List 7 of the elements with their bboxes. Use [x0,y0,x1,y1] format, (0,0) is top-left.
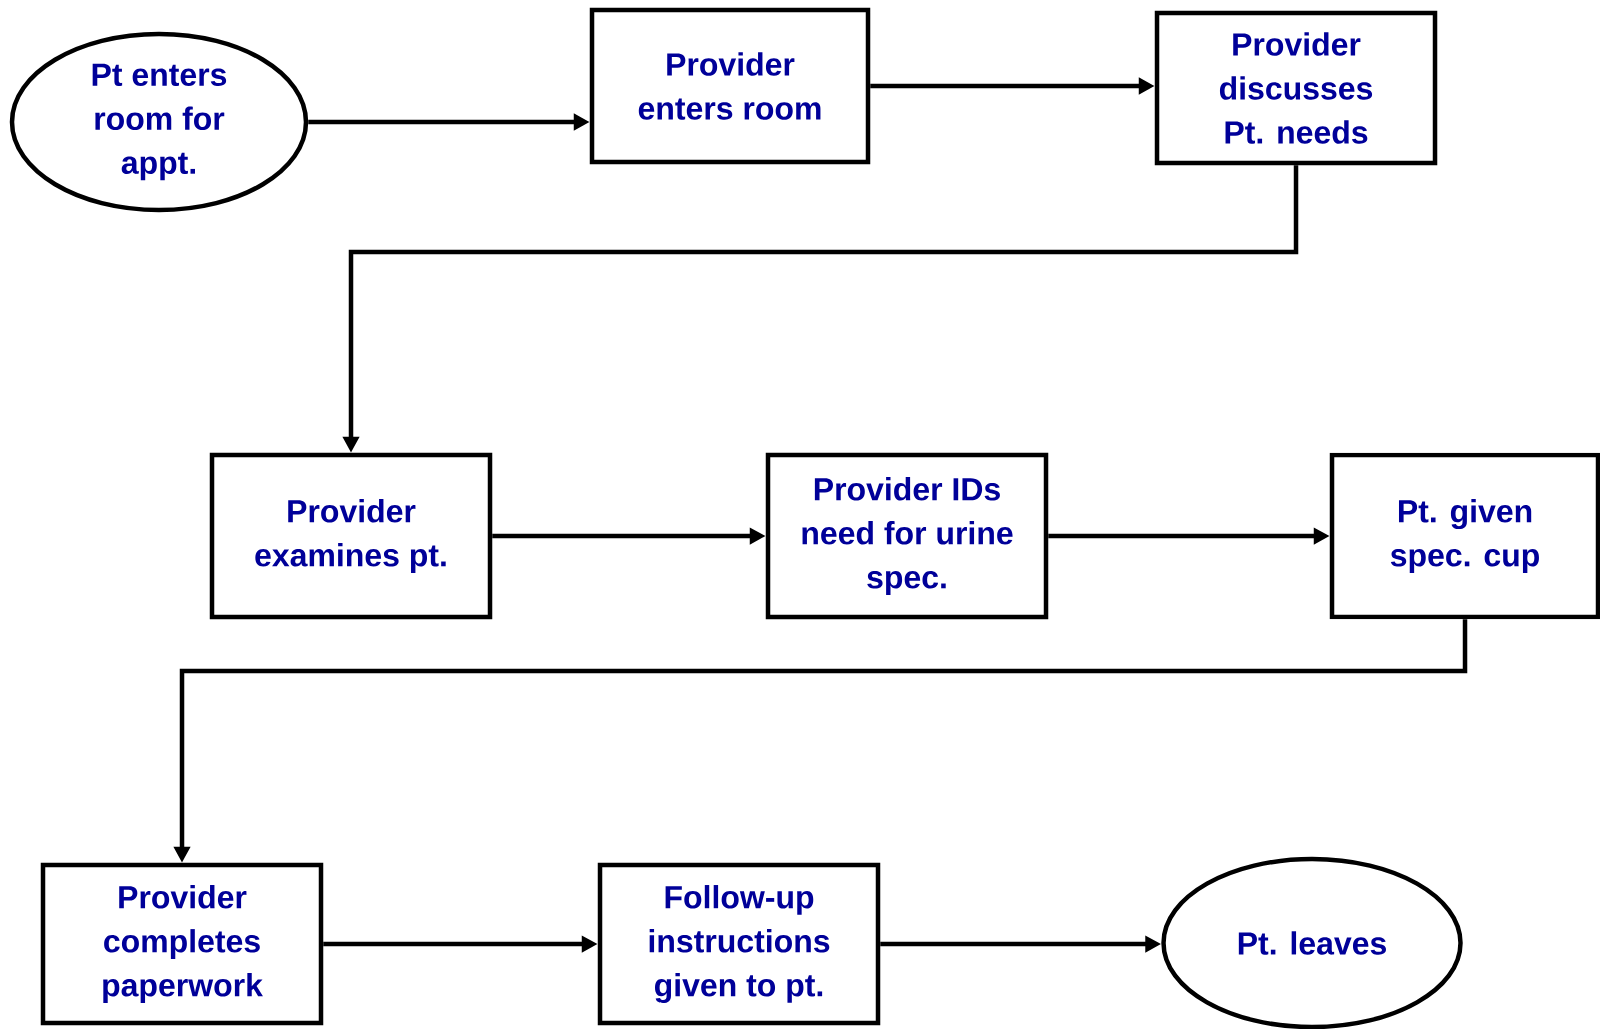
process-box: Provider enters room [589,7,871,165]
process-box: Pt. given spec. cup [1329,452,1600,620]
process-box: Provider IDs need for urine spec. [765,452,1049,620]
process-box: Follow-up instructions given to pt. [597,862,881,1026]
process-box: Provider examines pt. [209,452,493,620]
process-box: Provider discusses Pt. needs [1154,10,1438,166]
process-box: Provider completes paperwork [40,862,324,1026]
